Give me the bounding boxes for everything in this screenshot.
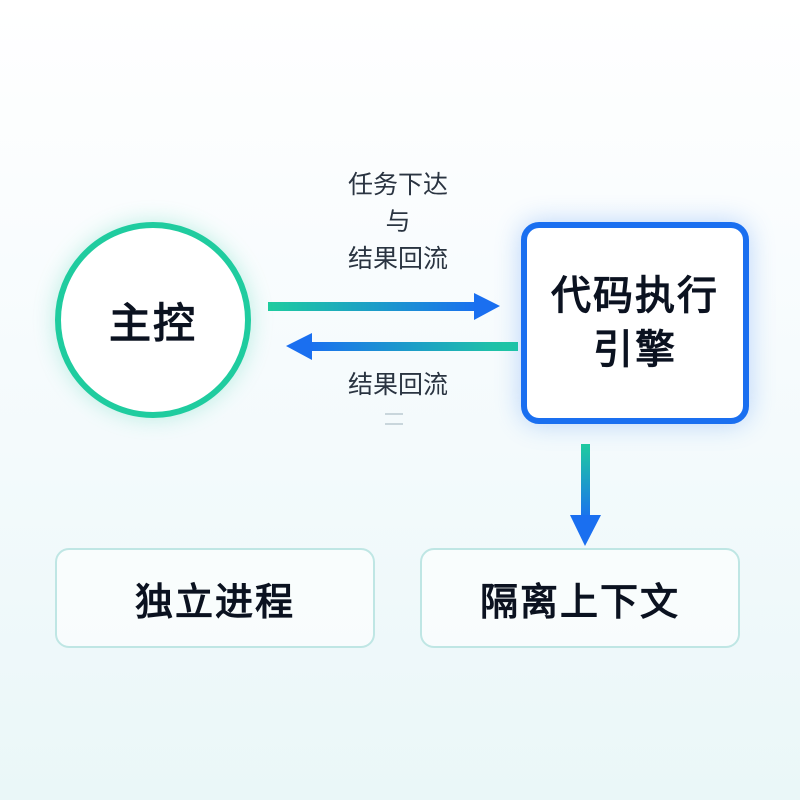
forward-arrow-shaft (268, 302, 478, 311)
down-arrow-shaft (581, 444, 590, 520)
forward-flow-label-line1: 任务下达 (347, 170, 448, 199)
engine-label-line1: 代码执行 (551, 273, 719, 319)
independent-process-box: 独立进程 (55, 548, 375, 648)
forward-arrowhead-icon (474, 293, 500, 320)
down-arrowhead-icon (570, 515, 601, 546)
forward-arrow (268, 293, 500, 320)
forward-flow-label-line2: 与 (385, 207, 411, 236)
forward-flow-label: 任务下达 与 结果回流 (318, 166, 478, 277)
backward-arrowhead-icon (286, 333, 312, 360)
independent-process-label: 独立进程 (134, 579, 295, 624)
backward-arrow-shaft (308, 342, 518, 351)
isolated-context-box: 隔离上下文 (420, 548, 740, 648)
backward-arrow (286, 333, 518, 360)
faint-equals-mark (385, 413, 403, 425)
code-execution-engine-node: 代码执行 引擎 (521, 222, 749, 424)
main-control-label: 主控 (108, 298, 197, 348)
backward-flow-label: 结果回流 (318, 366, 478, 403)
down-arrow (570, 444, 601, 546)
forward-flow-label-line3: 结果回流 (347, 244, 448, 273)
backward-flow-label-text: 结果回流 (347, 370, 448, 399)
isolated-context-label: 隔离上下文 (479, 579, 680, 624)
engine-label-line2: 引擎 (593, 327, 677, 373)
main-control-node: 主控 (55, 222, 251, 418)
engine-label: 代码执行 引擎 (545, 269, 725, 377)
